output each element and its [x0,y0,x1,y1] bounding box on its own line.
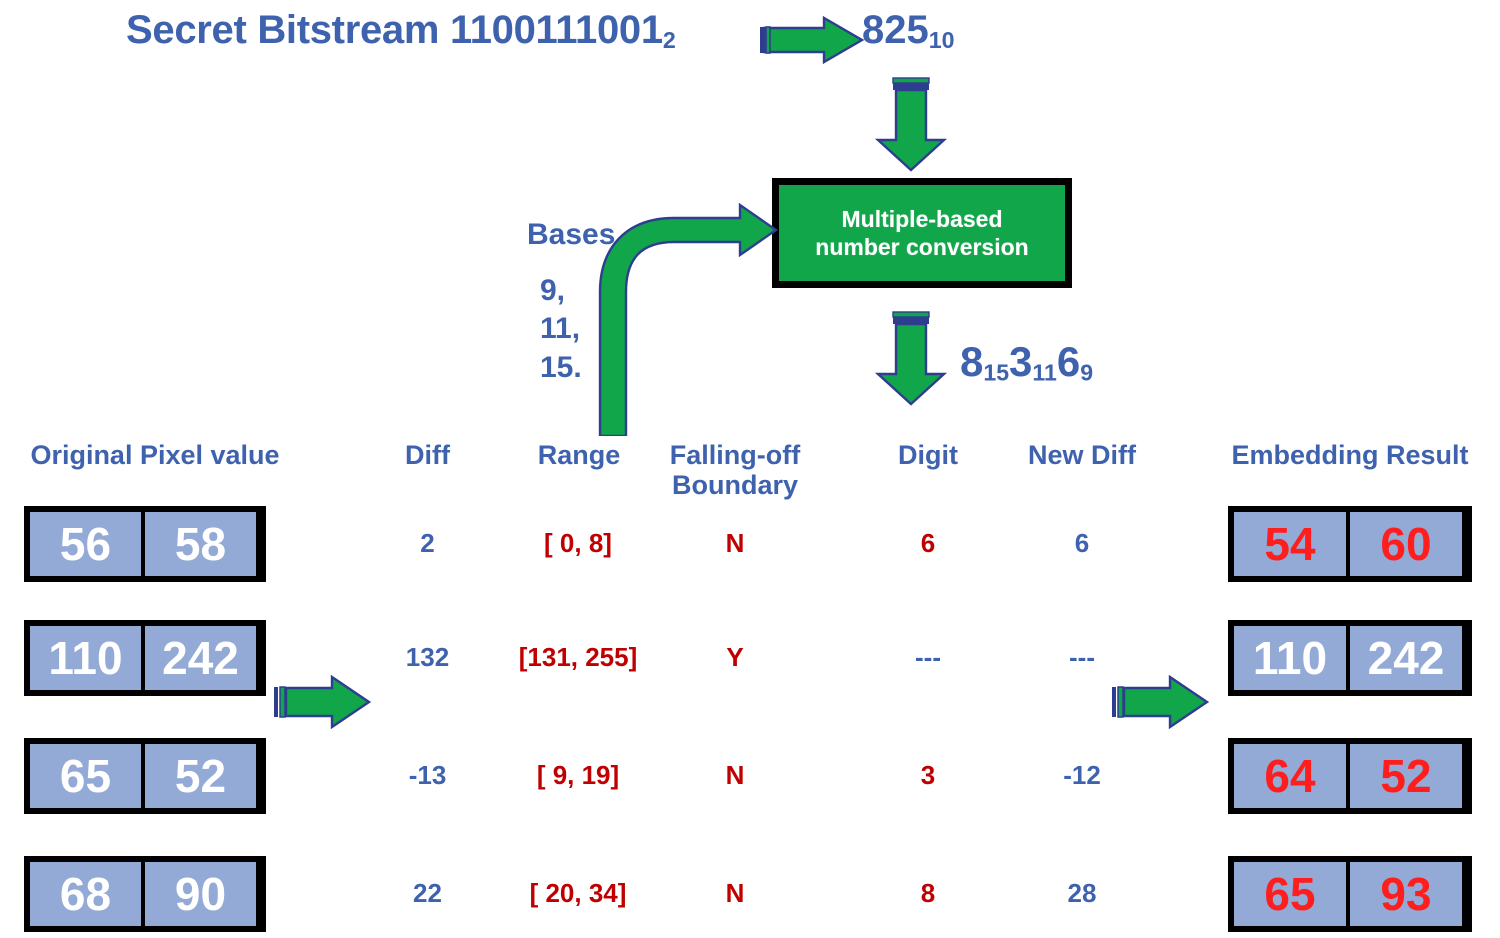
green-down-arrow-icon [874,77,948,172]
range-value: [ 0, 8] [544,528,612,558]
table-row: 65 93 [1228,856,1472,932]
conversion-box-line1: Multiple-based [841,205,1003,232]
digit-value: 8 [920,878,936,908]
embedding-cell-left: 65 [1234,862,1346,926]
conversion-box-text: Multiple-based number conversion [815,205,1028,261]
conversion-to-digits-arrow [868,308,954,408]
bases-item-0: 9, [540,274,566,307]
bases-list: 9, 11, 15. [540,272,582,387]
falling-off-value: N [725,760,745,790]
green-right-arrow-icon [760,15,865,65]
diff-value: 22 [413,878,442,908]
original-cell-right: 90 [145,862,256,926]
new-diff-value: -12 [1063,760,1101,790]
green-down-arrow-icon-2 [874,311,948,406]
diff-value: 2 [420,528,435,558]
secret-bitstream-label: Secret Bitstream [126,8,440,52]
diff-value: -13 [408,760,447,790]
table-row: 110 242 [1228,620,1472,696]
diff-value: 132 [405,642,450,672]
table-row: 64 52 [1228,738,1472,814]
original-cell-left: 68 [30,862,141,926]
digit-value: 6 [920,528,936,558]
digit-value: --- [915,642,941,672]
embedding-cell-right: 93 [1350,862,1462,926]
falling-off-value: N [725,878,745,908]
original-cell-left: 110 [30,626,141,690]
embedding-cell-right: 242 [1350,626,1462,690]
multi-base-digits-output: 81531169 [960,338,1093,387]
embedding-cell-left: 110 [1234,626,1346,690]
bases-item-2: 15. [540,350,582,384]
original-cell-right: 242 [145,626,256,690]
table-row: 65 52 [24,738,266,814]
green-right-arrow-icon-4 [1112,674,1210,730]
table-row: 54 60 [1228,506,1472,582]
header-falling-off-boundary: Falling-off Boundary [655,440,815,500]
header-embedding-result: Embedding Result [1231,440,1469,470]
multiple-based-conversion-box: Multiple-based number conversion [772,178,1072,288]
falling-off-value: N [725,528,745,558]
digit-group-0: 815 [960,338,1010,386]
falling-off-value: Y [726,642,744,672]
header-falling-off-line2: Boundary [671,470,798,501]
header-diff: Diff [405,440,450,470]
bases-to-conversion-curved-arrow [592,196,782,441]
header-new-diff: New Diff [1028,440,1136,470]
range-value: [ 20, 34] [529,878,627,908]
original-cell-right: 58 [145,512,256,576]
bases-label: Bases [527,218,616,251]
embedding-cell-left: 64 [1234,744,1346,808]
bitstream-to-decimal-arrow [758,14,868,66]
embedding-cell-right: 60 [1350,512,1462,576]
decimal-value: 82510 [862,8,955,54]
analysis-to-embedding-arrow [1108,672,1212,737]
new-diff-value: --- [1069,642,1095,672]
pixels-to-analysis-arrow [270,672,374,737]
green-right-arrow-icon-3 [274,674,372,730]
green-curved-arrow-icon [598,202,779,438]
range-value: [131, 255] [518,642,638,672]
new-diff-value: 28 [1067,878,1097,908]
decimal-to-conversion-arrow [868,74,954,174]
embedding-cell-right: 52 [1350,744,1462,808]
header-range: Range [537,440,621,470]
bases-item-1: 11, [540,312,581,346]
original-cell-left: 56 [30,512,141,576]
header-falling-off-line1: Falling-off [669,440,801,470]
conversion-box-line2: number conversion [815,234,1029,260]
original-cell-right: 52 [145,744,256,808]
digit-group-2: 69 [1056,338,1094,386]
table-row: 110 242 [24,620,266,696]
digit-group-1: 311 [1009,338,1057,386]
embedding-cell-left: 54 [1234,512,1346,576]
original-cell-left: 65 [30,744,141,808]
secret-bitstream-title: Secret Bitstream 11001110012 [126,8,676,54]
digit-value: 3 [920,760,936,790]
header-original-pixel-value: Original Pixel value [30,440,280,470]
secret-bitstream-value: 11001110012 [449,8,676,54]
header-digit: Digit [898,440,958,470]
range-value: [ 9, 19] [536,760,620,790]
table-row: 56 58 [24,506,266,582]
table-row: 68 90 [24,856,266,932]
new-diff-value: 6 [1074,528,1090,558]
